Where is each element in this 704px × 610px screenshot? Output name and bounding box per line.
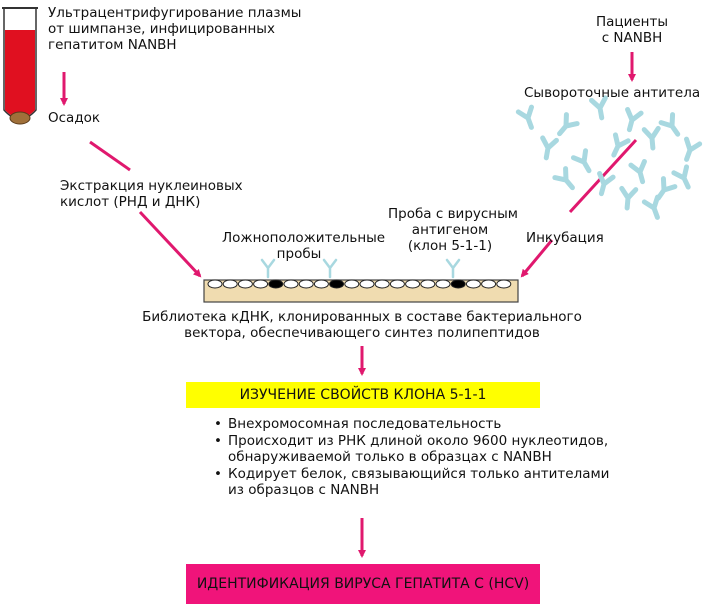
plasmid-clone [253, 279, 269, 289]
plasmid-clone [237, 279, 253, 289]
plasmid-clone [389, 279, 405, 289]
antibody-icon [641, 125, 661, 151]
antibody-icon [625, 106, 644, 133]
plasmid-clone [359, 279, 375, 289]
test-tube-icon [2, 7, 38, 125]
antibody-icon [540, 135, 559, 161]
arrow-incubation-to-library [520, 239, 554, 278]
sediment-label: Осадок [48, 110, 101, 126]
arrow-sediment-to-extraction [89, 140, 131, 172]
probe-antibody-3 [445, 258, 461, 279]
antibody-icon [570, 148, 592, 174]
probe-antibody-2 [322, 258, 338, 279]
plasmid-clone [268, 279, 284, 289]
antibody-icon [684, 136, 703, 162]
extraction-label: Экстракция нуклеиновых кислот (РНД и ДНК… [60, 178, 243, 210]
antibody-icon [658, 112, 681, 137]
findings-list: Внехромосомная последовательность Происх… [214, 416, 609, 499]
antibody-icon [552, 166, 575, 191]
viral-antigen-probe-label: Проба с вирусным антигеном (клон 5-1-1) [388, 206, 518, 254]
incubation-label: Инкубация [526, 230, 604, 246]
plasmid-clone [298, 279, 314, 289]
antibody-icon [515, 104, 534, 130]
plasmid-clone [435, 279, 451, 289]
plasmid-clone [405, 279, 421, 289]
plasmid-clone [222, 279, 238, 289]
finding-item: Внехромосомная последовательность [214, 416, 609, 433]
hcv-identification-title: ИДЕНТИФИКАЦИЯ ВИРУСА ГЕПАТИТА С (HCV) [196, 576, 530, 592]
plasma-source-label: Ультрацентрифугирование плазмы от шимпан… [48, 5, 302, 53]
hcv-identification-box: ИДЕНТИФИКАЦИЯ ВИРУСА ГЕПАТИТА С (HCV) [186, 564, 540, 604]
plasmid-clone [496, 279, 512, 289]
plasmid-clone [313, 279, 329, 289]
probe-antibodies [260, 258, 461, 279]
plasmid-clone [450, 279, 466, 289]
patients-label: Пациенты с NANBH [595, 14, 669, 46]
finding-item: Происходит из РНК длиной около 9600 нукл… [214, 433, 609, 466]
plasmid-clone [374, 279, 390, 289]
cdna-library-plate [203, 258, 519, 303]
antibody-icon [557, 112, 580, 137]
plasmid-clone [420, 279, 436, 289]
antibody-icon [611, 132, 631, 158]
plasmid-clone [283, 279, 299, 289]
false-positive-probes-label: Ложноположительные пробы [222, 230, 386, 262]
serum-antibodies-label: Сывороточные антитела [524, 85, 701, 101]
plasmid-clone [207, 279, 223, 289]
antibody-icon [671, 164, 691, 190]
plasmid-row [207, 279, 512, 289]
study-clone-title: ИЗУЧЕНИЕ СВОЙСТВ КЛОНА 5-1-1 [239, 387, 487, 403]
antibody-icon [641, 194, 660, 220]
finding-item: Кодирует белок, связывающийся только ант… [214, 466, 609, 499]
arrow-extraction-to-library [138, 210, 202, 278]
antibody-icon [628, 158, 647, 185]
antibody-icon [597, 170, 616, 197]
probe-antibody-1 [260, 258, 276, 279]
study-clone-box: ИЗУЧЕНИЕ СВОЙСТВ КЛОНА 5-1-1 [186, 382, 540, 408]
plasmid-clone [344, 279, 360, 289]
plasmid-clone [481, 279, 497, 289]
antibody-icon [589, 95, 608, 121]
antibody-icon [619, 185, 639, 211]
plasmid-clone [465, 279, 481, 289]
antibody-cloud [515, 95, 703, 220]
library-label: Библиотека кДНК, клонированных в составе… [142, 309, 582, 341]
plasmid-clone [329, 279, 345, 289]
